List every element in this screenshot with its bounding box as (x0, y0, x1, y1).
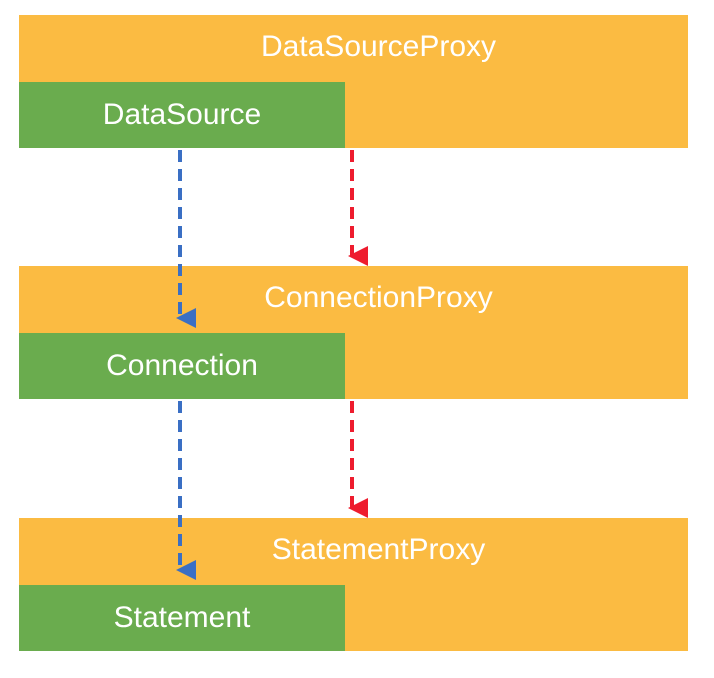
statement-box: Statement (19, 585, 345, 651)
datasource-label: DataSource (102, 98, 262, 131)
datasource-proxy-box: DataSourceProxy DataSource (19, 15, 688, 148)
statement-proxy-label: StatementProxy (271, 533, 486, 566)
statement-label: Statement (113, 601, 251, 634)
datasource-proxy-label: DataSourceProxy (260, 30, 497, 63)
connection-label: Connection (106, 349, 258, 382)
connection-proxy-label: ConnectionProxy (264, 281, 493, 314)
datasource-box: DataSource (19, 82, 345, 148)
connection-box: Connection (19, 333, 345, 399)
connection-proxy-box: ConnectionProxy Connection (19, 266, 688, 399)
statement-proxy-box: StatementProxy Statement (19, 518, 688, 651)
